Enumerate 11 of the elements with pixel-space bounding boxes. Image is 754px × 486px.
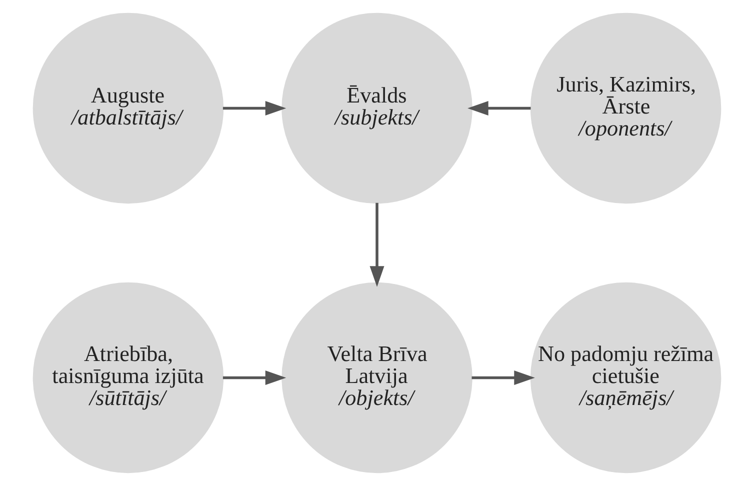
arrow: [472, 370, 535, 386]
arrow: [222, 100, 286, 116]
node-circle: Velta Brīva Latvija /objekts/: [282, 282, 472, 474]
arrow: [370, 202, 384, 287]
node-circle: No padomju režīma cietušie /saņēmējs/: [530, 282, 722, 474]
node-circle: Atriebība, taisnīguma izjūta /sūtītājs/: [32, 282, 224, 474]
node-circle: Juris, Kazimirs, Ārste /oponents/: [530, 12, 722, 204]
node-circle: Auguste /atbalstītājs/: [32, 12, 224, 204]
arrow: [468, 100, 531, 116]
arrow: [222, 370, 286, 386]
node-circle: Ēvalds /subjekts/: [282, 12, 472, 204]
